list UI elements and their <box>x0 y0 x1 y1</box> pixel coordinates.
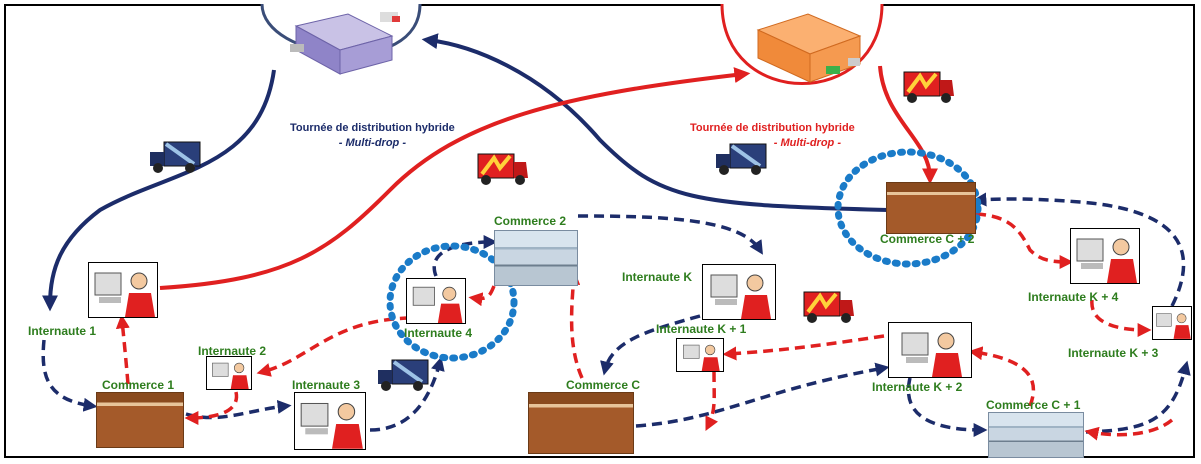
depot-left <box>260 3 422 75</box>
shop-icon <box>96 392 184 448</box>
label-internaute-2: Internaute 2 <box>198 344 267 358</box>
building-icon <box>988 412 1084 458</box>
computer-user-icon <box>676 338 724 372</box>
label-internaute-k4: Internaute K + 4 <box>1028 290 1119 304</box>
label-commerce-2: Commerce 2 <box>494 214 567 228</box>
shop-icon <box>528 392 634 454</box>
computer-user-icon <box>702 264 776 320</box>
tour-left-title: Tournée de distribution hybride - Multi-… <box>290 122 455 149</box>
delivery-truck-icon <box>716 143 767 175</box>
computer-user-icon <box>888 322 972 378</box>
warehouse-right-icon <box>756 13 862 83</box>
computer-user-icon <box>406 278 466 324</box>
tour-left-subtitle: - Multi-drop - <box>338 137 406 149</box>
computer-user-icon <box>88 262 158 318</box>
depot-right <box>720 3 884 85</box>
label-internaute-1: Internaute 1 <box>28 324 97 338</box>
shop-icon <box>886 182 976 234</box>
label-commerce-1: Commerce 1 <box>102 378 175 392</box>
delivery-truck-icon <box>477 153 528 185</box>
tour-right-subtitle: - Multi-drop - <box>773 137 841 149</box>
label-internaute-k1: Internaute K + 1 <box>656 322 747 336</box>
delivery-truck-icon <box>803 291 854 323</box>
tour-right-title: Tournée de distribution hybride - Multi-… <box>690 122 855 149</box>
delivery-truck-icon <box>903 71 954 103</box>
computer-user-icon <box>1070 228 1140 284</box>
label-commerce-c2: Commerce C + 2 <box>880 232 975 246</box>
building-icon <box>494 230 578 286</box>
computer-user-icon <box>206 356 252 390</box>
label-internaute-k2: Internaute K + 2 <box>872 380 963 394</box>
label-internaute-3: Internaute 3 <box>292 378 361 392</box>
zone-commerce-c2 <box>834 148 982 268</box>
delivery-truck-icon <box>150 141 201 173</box>
label-internaute-k: Internaute K <box>622 270 693 284</box>
label-internaute-k3: Internaute K + 3 <box>1068 346 1159 360</box>
label-internaute-4: Internaute 4 <box>404 326 473 340</box>
diagram-frame <box>4 4 1195 458</box>
computer-user-icon <box>294 392 366 450</box>
zone-internaute-4 <box>386 242 518 362</box>
computer-user-icon <box>1152 306 1192 340</box>
label-commerce-c: Commerce C <box>566 378 641 392</box>
warehouse-left-icon <box>290 12 400 75</box>
label-commerce-c1: Commerce C + 1 <box>986 398 1081 412</box>
delivery-truck-icon <box>378 359 429 391</box>
